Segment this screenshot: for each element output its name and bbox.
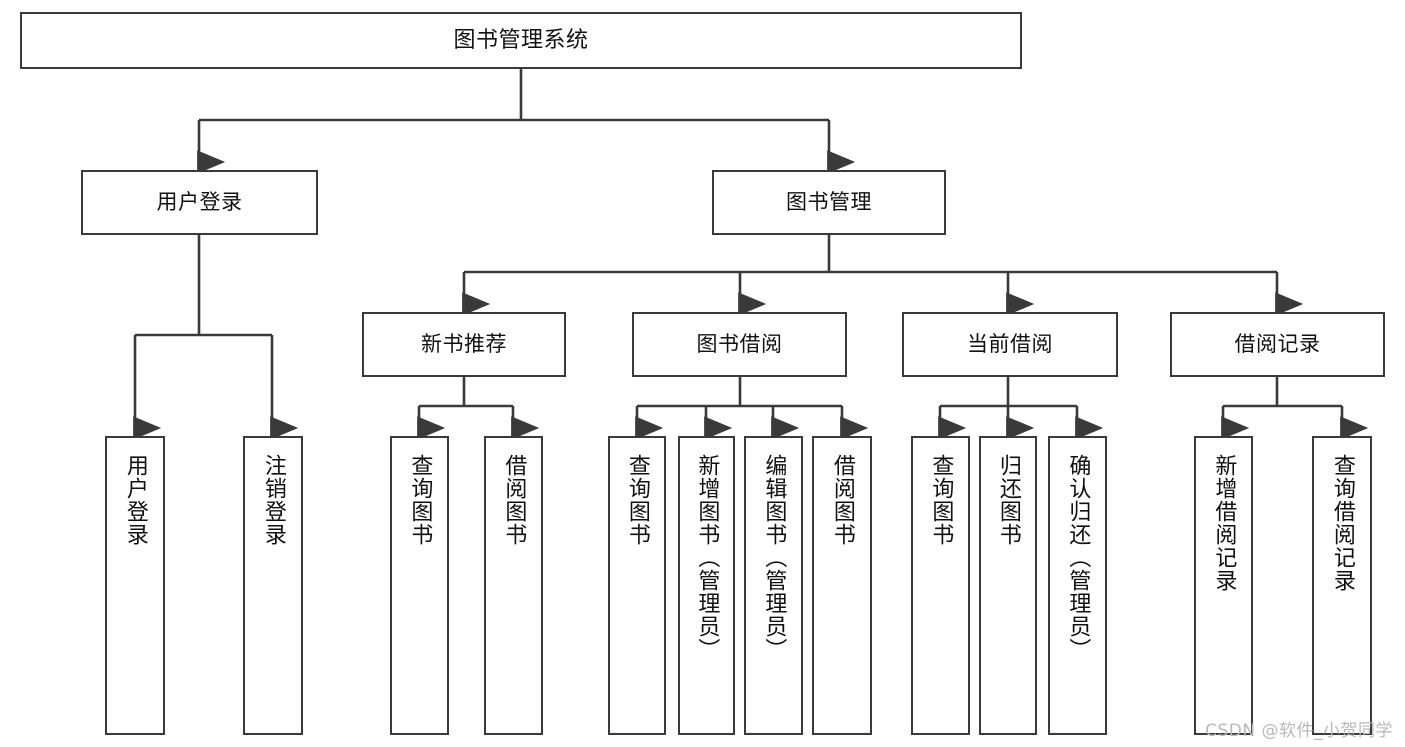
node-label: 查询图书 (928, 454, 954, 546)
node-book-borrow[interactable]: 图书借阅 (632, 312, 847, 377)
node-label: 确认归还（管理员） (1065, 454, 1091, 661)
node-leaf-confirm-return-admin[interactable]: 确认归还（管理员） (1048, 436, 1107, 735)
node-label: 新书推荐 (421, 332, 507, 357)
node-label: 查询借阅记录 (1329, 454, 1355, 592)
node-root-book-management-system[interactable]: 图书管理系统 (20, 12, 1022, 69)
node-label: 查询图书 (407, 454, 433, 546)
node-label: 注销登录 (260, 454, 286, 546)
node-leaf-add-borrow-record[interactable]: 新增借阅记录 (1194, 436, 1253, 735)
node-label: 当前借阅 (967, 332, 1053, 357)
node-leaf-return-book[interactable]: 归还图书 (979, 436, 1037, 735)
node-leaf-query-book-current[interactable]: 查询图书 (911, 436, 970, 735)
node-leaf-add-book-admin[interactable]: 新增图书（管理员） (678, 436, 735, 735)
node-user-login[interactable]: 用户登录 (81, 170, 318, 235)
node-leaf-query-borrow-record[interactable]: 查询借阅记录 (1312, 436, 1372, 735)
node-leaf-borrow-book-borrow[interactable]: 借阅图书 (812, 436, 872, 735)
node-label: 借阅图书 (829, 454, 855, 546)
node-label: 图书管理系统 (453, 27, 589, 53)
node-leaf-query-book-recommend[interactable]: 查询图书 (390, 436, 449, 735)
node-book-management[interactable]: 图书管理 (712, 170, 946, 235)
node-label: 借阅图书 (501, 454, 527, 546)
csdn-watermark: CSDN @软件_小贺同学 (1205, 721, 1393, 741)
node-current-borrow[interactable]: 当前借阅 (902, 312, 1118, 377)
node-label: 图书借阅 (696, 332, 783, 357)
node-label: 新增借阅记录 (1211, 454, 1237, 592)
node-new-book-recommend[interactable]: 新书推荐 (362, 312, 566, 377)
node-leaf-query-book-borrow[interactable]: 查询图书 (608, 436, 666, 735)
node-label: 查询图书 (624, 454, 650, 546)
node-borrow-record[interactable]: 借阅记录 (1170, 312, 1385, 377)
node-label: 归还图书 (995, 454, 1021, 546)
node-leaf-user-login[interactable]: 用户登录 (105, 436, 165, 735)
node-label: 图书管理 (786, 190, 872, 215)
node-label: 用户登录 (156, 190, 243, 215)
node-label: 借阅记录 (1234, 332, 1321, 357)
node-label: 用户登录 (122, 454, 148, 546)
node-leaf-user-logout[interactable]: 注销登录 (243, 436, 303, 735)
node-label: 新增图书（管理员） (694, 454, 720, 661)
node-leaf-edit-book-admin[interactable]: 编辑图书（管理员） (744, 436, 803, 735)
node-label: 编辑图书（管理员） (761, 454, 787, 661)
node-leaf-borrow-book-recommend[interactable]: 借阅图书 (484, 436, 543, 735)
